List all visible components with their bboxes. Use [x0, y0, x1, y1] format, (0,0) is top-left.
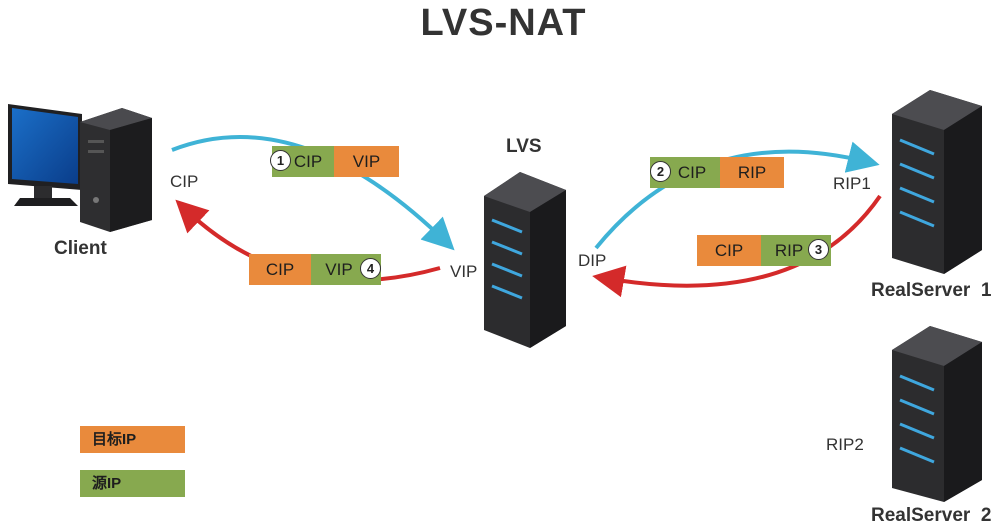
- response-arrow-server-to-lvs: [592, 194, 882, 298]
- real-server-1-label: RealServer 1: [871, 280, 992, 301]
- real-server-1-icon: [892, 90, 982, 274]
- packet-target-ip: VIP: [334, 146, 399, 177]
- step-badge: 2: [650, 161, 671, 182]
- packet-target-ip: CIP: [697, 235, 761, 266]
- step-badge: 4: [360, 258, 381, 279]
- client-label: Client: [54, 238, 107, 259]
- packet-step-3: CIP RIP 3: [697, 235, 831, 266]
- packet-step-1: CIP VIP 1: [270, 146, 399, 177]
- rip2-label: RIP2: [826, 435, 864, 454]
- legend-target-ip: 目标IP: [80, 426, 185, 453]
- rip1-label: RIP1: [833, 174, 871, 193]
- step-badge: 1: [270, 150, 291, 171]
- real-server-2-label: RealServer 2: [871, 505, 992, 526]
- legend-source-ip: 源IP: [80, 470, 185, 497]
- vip-label: VIP: [450, 262, 478, 281]
- packet-target-ip: CIP: [249, 254, 311, 285]
- real-server-2-icon: [892, 326, 982, 502]
- lvs-server-icon: [484, 172, 566, 348]
- packet-step-2: CIP RIP 2: [650, 157, 784, 188]
- step-badge: 3: [808, 239, 829, 260]
- client-computer-icon: [8, 104, 152, 232]
- lvs-label: LVS: [506, 136, 542, 157]
- packet-step-4: CIP VIP 4: [249, 254, 381, 285]
- packet-target-ip: RIP: [720, 157, 784, 188]
- cip-label: CIP: [170, 172, 199, 191]
- diagram-title: LVS-NAT: [420, 2, 587, 44]
- dip-label: DIP: [578, 251, 607, 270]
